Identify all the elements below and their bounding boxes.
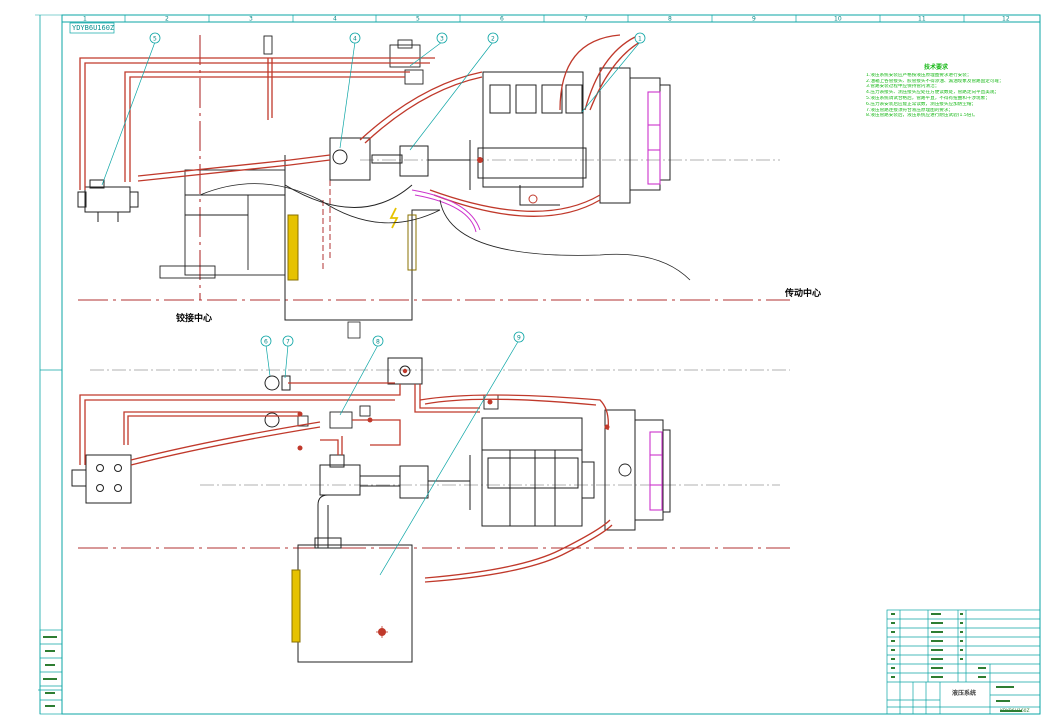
top-hydraulic-pipes	[79, 34, 641, 217]
bottom-fitting-dots	[297, 368, 610, 451]
bottom-hydraulic-tank	[291, 494, 413, 663]
top-leader-lines	[101, 41, 641, 186]
grid-col-4: 4	[333, 16, 337, 23]
grid-col-7: 7	[584, 16, 588, 23]
drawing-frame	[35, 14, 1041, 715]
requirement-item: 8.液压管路安装后，液压系统应进行耐压试验(1.5倍)。	[866, 113, 978, 119]
top-pink-pipe	[411, 189, 481, 233]
grid-col-12: 12	[1002, 16, 1010, 23]
bottom-fan-magenta	[649, 431, 663, 511]
title-block-name: 液压系统	[952, 690, 977, 697]
top-pump	[329, 137, 470, 181]
balloon-5-top: 5	[149, 32, 161, 44]
top-engine-port	[477, 157, 483, 163]
hinge-center-label: 铰接中心	[176, 314, 213, 324]
technical-requirements-title: 技术要求	[923, 64, 948, 71]
grid-col-11: 11	[918, 16, 926, 23]
balloon-label: 5	[153, 36, 157, 43]
balloon-label: 7	[286, 339, 290, 346]
bottom-leader-lines	[265, 339, 520, 576]
balloon-7-bottom: 7	[282, 335, 294, 347]
grid-col-2: 2	[165, 16, 169, 23]
drawing-code: YDYB6U160Z	[72, 24, 115, 32]
top-lightning-symbol	[389, 207, 399, 229]
top-frame-bracket	[159, 169, 286, 279]
requirement-item: 5.液压系统调试合格后，管路平直，不得有扭曲和干涉现象；	[866, 95, 990, 101]
top-valve-block	[77, 179, 139, 222]
balloon-label: 1	[638, 36, 642, 43]
balloon-label: 9	[517, 335, 521, 342]
top-engine	[469, 67, 671, 206]
grid-col-10: 10	[834, 16, 842, 23]
bottom-engine	[481, 409, 671, 531]
top-engine-drain	[528, 194, 538, 204]
balloon-label: 2	[491, 36, 495, 43]
bottom-hydraulic-pipes	[79, 382, 613, 583]
balloon-8-bottom: 8	[372, 335, 384, 347]
drawing-code-box	[69, 22, 115, 34]
grid-ticks	[38, 15, 965, 691]
grid-column-labels: 1 2 3 4 5 6 7 8 9 10 11 12	[83, 16, 1010, 23]
title-block-drawing-no: YDYB6U160Z	[1000, 709, 1030, 714]
bottom-tank-plug-cross	[376, 626, 388, 638]
bottom-pump	[319, 454, 471, 510]
grid-col-6: 6	[500, 16, 504, 23]
requirement-item: 3.管路安装过程中应保持管内清洁；	[866, 84, 940, 90]
bottom-valve-block	[71, 454, 132, 504]
balloon-9-bottom: 9	[513, 331, 525, 343]
title-block-marks	[891, 613, 1022, 712]
grid-col-3: 3	[249, 16, 253, 23]
balloon-label: 8	[376, 339, 380, 346]
balloon-label: 4	[353, 36, 357, 43]
top-tank-dashes	[322, 180, 331, 270]
side-revision-table	[39, 629, 63, 715]
bottom-fan-hub	[618, 463, 632, 477]
transmission-center-label: 传动中心	[785, 289, 822, 299]
grid-col-9: 9	[752, 16, 756, 23]
technical-requirements: 技术要求 1.液压系统安装应严格按液压原理图要求进行安装； 2.油箱上各管接头、…	[866, 65, 1006, 119]
balloon-2-top: 2	[487, 32, 499, 44]
requirement-item: 2.油箱上各管接头、胶管接头不得渗油、漏油现象及管路固定可靠；	[866, 78, 1004, 84]
requirement-item: 6.压力表安装后应能正常读数，测压接头应加防尘帽；	[866, 101, 977, 107]
balloon-4-top: 4	[349, 32, 361, 44]
balloon-6-bottom: 6	[260, 335, 272, 347]
balloon-3-top: 3	[436, 32, 448, 44]
top-fan-magenta	[647, 91, 661, 185]
top-black-hoses	[199, 183, 691, 281]
requirement-item: 4.压力表接头、测压接头应处在方便读数处，管路走向平直美观；	[866, 90, 1000, 96]
title-block	[886, 609, 1041, 715]
part-balloons: 5 4 3 2 1 6 7 8	[149, 32, 646, 347]
bottom-pressure-gauges	[264, 357, 423, 428]
balloon-label: 6	[264, 339, 268, 346]
balloon-1-top: 1	[634, 32, 646, 44]
grid-col-5: 5	[416, 16, 420, 23]
top-drain-valve	[347, 321, 361, 339]
requirement-item: 7.液压管路连接须符合液压原理图的要求；	[866, 107, 954, 113]
side-revision-marks	[43, 636, 57, 707]
centerlines	[78, 35, 790, 549]
grid-col-8: 8	[668, 16, 672, 23]
grid-col-1: 1	[83, 16, 87, 23]
requirement-item: 1.液压系统安装应严格按液压原理图要求进行安装；	[866, 72, 972, 78]
balloon-label: 3	[440, 36, 444, 43]
